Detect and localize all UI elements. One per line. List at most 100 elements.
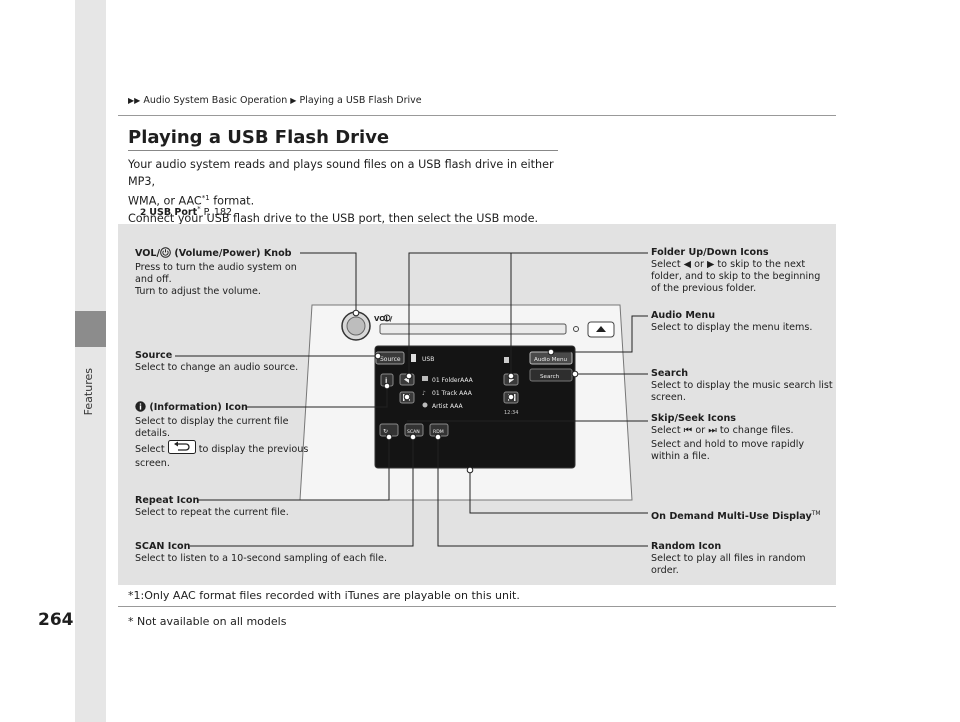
sidebar-strip: [75, 0, 106, 722]
callout-text-part: Select: [651, 259, 684, 270]
callout-title: Random Icon: [651, 541, 722, 552]
availability-notice: * Not available on all models: [128, 615, 287, 628]
music-note-icon: ♪: [422, 390, 426, 397]
ondemand-leader: [469, 470, 648, 514]
callout-title: Skip/Seek Icons: [651, 413, 736, 424]
page-title: Playing a USB Flash Drive: [128, 127, 390, 148]
folder-name: 01 FolderAAA: [432, 377, 474, 384]
intro-line: Connect your USB flash drive to the USB …: [128, 211, 539, 225]
callout-text-part: to skip to the next: [714, 259, 806, 270]
artist-icon: [422, 402, 428, 408]
callout-line: Press to turn the audio system on: [135, 262, 297, 273]
scan-screen-label: SCAN: [407, 429, 420, 435]
leader-endpoint: [466, 466, 474, 474]
callout-title: Audio Menu: [651, 310, 716, 321]
callout-line: and off.: [135, 274, 172, 285]
callout-title: VOL/: [135, 248, 161, 259]
leader-endpoint: [434, 433, 442, 441]
callout-audio-menu: Audio Menu Select to display the menu it…: [651, 310, 812, 334]
callout-random-icon: Random Icon Select to play all files in …: [651, 541, 806, 577]
callout-skip-seek-icons: Skip/Seek Icons Select ⏮ or ⏭ to change …: [651, 413, 804, 463]
random-screen-label: RDM: [433, 429, 444, 435]
intro-text-part: WMA, or AAC: [128, 194, 202, 208]
artist-name: Artist AAA: [432, 403, 464, 410]
folder-icon: [422, 376, 428, 381]
audio-menu-screen-label: Audio Menu: [534, 357, 567, 363]
callout-line: Select to display the previous: [135, 440, 308, 458]
page-number: 264: [38, 610, 74, 630]
callout-search: Search Select to display the music searc…: [651, 368, 833, 404]
usb-port-cross-reference[interactable]: 2 USB Port* P. 182: [140, 205, 232, 218]
xref-label: USB Port: [149, 207, 198, 219]
callout-line: details.: [135, 428, 171, 439]
folder-down-leader: [408, 252, 511, 376]
callout-line: of the previous folder.: [651, 283, 757, 294]
callout-title: Repeat Icon: [135, 495, 200, 506]
disc-slot: [379, 323, 567, 335]
callout-line: Select to listen to a 10-second sampling…: [135, 553, 387, 564]
callout-line: Turn to adjust the volume.: [135, 286, 261, 297]
breadcrumb-parent[interactable]: Audio System Basic Operation: [143, 95, 288, 106]
callout-text-part: or: [692, 425, 709, 436]
knob-center: [346, 316, 366, 336]
leader-endpoint: [374, 352, 382, 360]
callout-line: Select to display the current file: [135, 416, 289, 427]
intro-line: Your audio system reads and plays sound …: [128, 158, 554, 188]
indicator-icon: [573, 326, 579, 332]
audio-menu-leader: [551, 315, 648, 353]
footnote: *1:Only AAC format files recorded with i…: [128, 589, 520, 602]
header-divider: [118, 115, 836, 116]
callout-text-part: or: [691, 259, 707, 270]
callout-text-part: to display the previous: [195, 444, 309, 455]
title-underline: [128, 150, 558, 151]
sidebar-section-tab: [75, 311, 106, 347]
random-leader: [437, 437, 648, 547]
eject-icon: [596, 326, 606, 332]
skip-forward-icon: ⏭: [708, 425, 717, 436]
back-icon: [167, 440, 196, 458]
callout-line: Select ◀ or ▶ to skip to the next: [651, 259, 820, 271]
footer-divider: [118, 606, 836, 607]
callout-scan-icon: SCAN Icon Select to listen to a 10-secon…: [135, 541, 387, 565]
callout-line: folder, and to skip to the beginning: [651, 271, 821, 282]
callout-repeat-icon: Repeat Icon Select to repeat the current…: [135, 495, 289, 519]
power-icon: [383, 314, 391, 322]
right-arrow-icon: ▶: [706, 259, 715, 270]
mode-label: USB: [422, 356, 434, 363]
info-icon: [135, 401, 146, 416]
knob-label: VOL/: [374, 315, 393, 323]
cross-reference-icon: 2: [140, 208, 147, 219]
callout-title: (Information) Icon: [146, 402, 248, 413]
callout-line: Select to repeat the current file.: [135, 507, 289, 518]
callout-line: Select to play all files in random: [651, 553, 806, 564]
callout-line: screen.: [135, 458, 170, 469]
breadcrumb-arrow-icon: ▶▶: [128, 96, 141, 105]
leader-endpoint: [403, 393, 411, 401]
callout-title: Folder Up/Down Icons: [651, 247, 769, 258]
leader-endpoint: [385, 433, 393, 441]
breadcrumb: ▶▶ Audio System Basic Operation ▶ Playin…: [128, 95, 422, 106]
scan-leader: [190, 437, 414, 547]
callout-source: Source Select to change an audio source.: [135, 350, 298, 374]
leader-endpoint: [352, 309, 360, 317]
callout-line: Select to display the menu items.: [651, 322, 813, 333]
callout-line: Select to display the music search list: [651, 380, 833, 391]
callout-information-icon: (Information) Icon Select to display the…: [135, 401, 308, 470]
info-icon: i: [385, 377, 387, 385]
callout-title: (Volume/Power) Knob: [171, 248, 292, 259]
vol-leader: [300, 252, 357, 313]
callout-line: screen.: [651, 392, 686, 403]
breadcrumb-current: Playing a USB Flash Drive: [299, 95, 422, 106]
leader-lines: [175, 252, 648, 547]
callout-text-part: Select: [651, 425, 684, 436]
callout-on-demand-display: On Demand Multi-Use DisplayTM: [651, 508, 821, 523]
breadcrumb-arrow-icon: ▶: [290, 96, 297, 105]
callout-volume-knob: VOL/ (Volume/Power) Knob Press to turn t…: [135, 247, 297, 298]
source-screen-label: Source: [380, 356, 401, 363]
callout-title: Source: [135, 350, 173, 361]
volume-indicator-icon: [504, 357, 509, 363]
intro-text-part: format.: [209, 194, 255, 208]
trademark: TM: [811, 510, 821, 517]
info-leader: [246, 386, 388, 408]
